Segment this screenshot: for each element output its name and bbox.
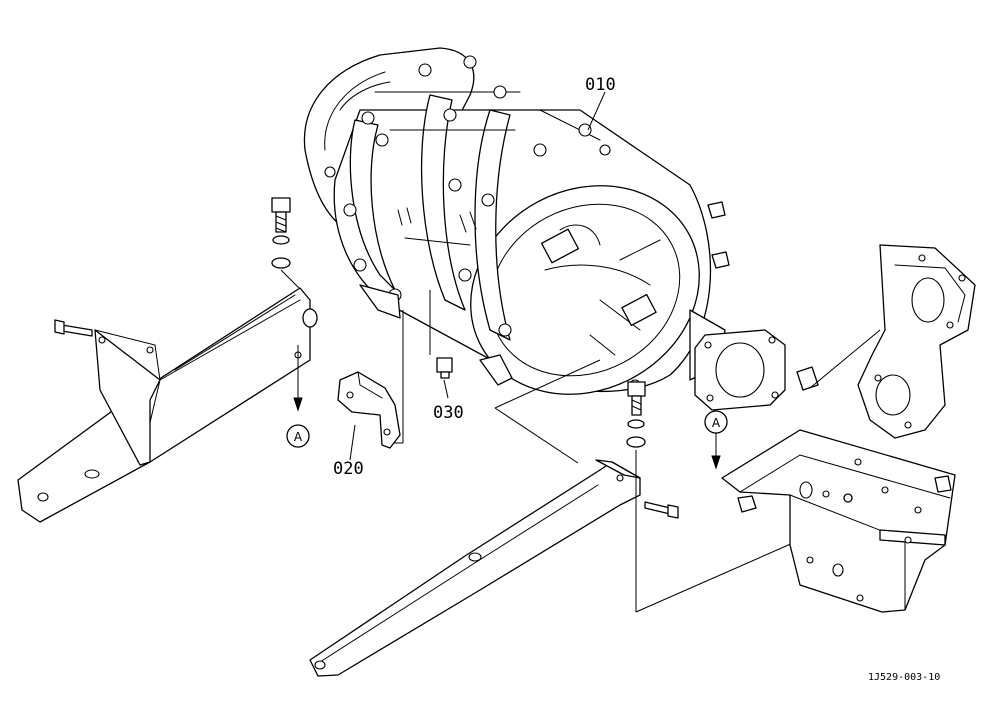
gasket	[694, 329, 786, 411]
part-020-bracket	[337, 371, 401, 449]
reference-marker-a-left-label: A	[294, 430, 303, 444]
reference-marker-a-left	[286, 424, 310, 448]
bolt-stack-left	[271, 197, 291, 269]
nut-right-bracket-left	[737, 495, 757, 513]
spacer-left	[302, 308, 318, 328]
part-030-bolt	[436, 357, 453, 379]
drawing-code: 1J529-003-10	[868, 672, 940, 683]
bolt-left-bracket	[61, 324, 93, 337]
stud-right	[796, 366, 819, 391]
bolt-stack-center	[626, 381, 646, 448]
callout-010: 010	[585, 75, 616, 95]
bolt-center-bar	[644, 501, 671, 515]
dpf-muffler-assembly	[303, 47, 726, 395]
left-mount-bracket	[17, 287, 311, 523]
reference-marker-a-right-label: A	[712, 416, 721, 430]
nut-middle	[711, 251, 730, 269]
right-mount-bracket	[721, 429, 956, 613]
callout-030: 030	[433, 403, 464, 423]
exhaust-elbow	[857, 244, 976, 439]
center-mount-bar	[309, 459, 641, 677]
flange-bolts	[324, 55, 641, 391]
nut-right-bracket-right	[934, 475, 952, 493]
nut-upper	[707, 201, 726, 219]
callout-020: 020	[333, 459, 364, 479]
